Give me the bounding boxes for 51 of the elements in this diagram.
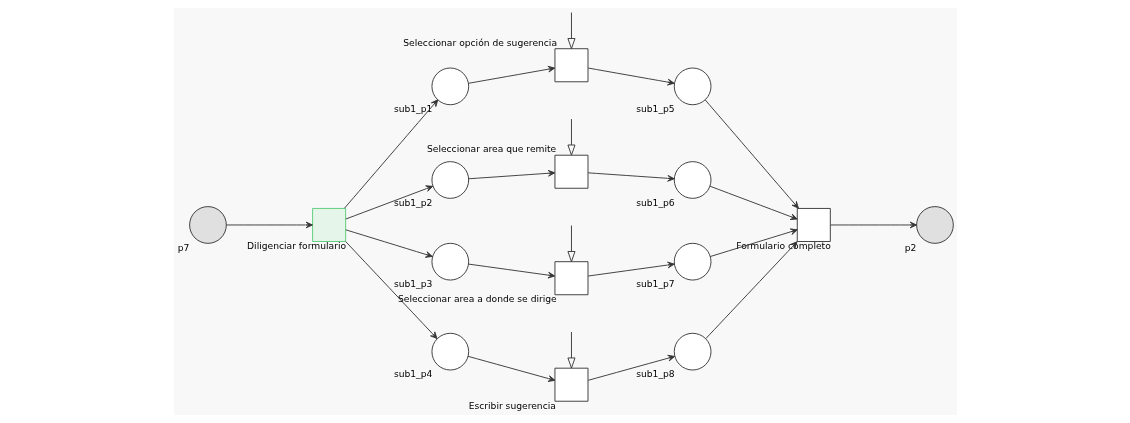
node-box <box>311 208 346 242</box>
node-box <box>554 154 588 189</box>
node-label: sub1_p5 <box>635 103 675 115</box>
node-circle <box>915 206 954 244</box>
node-label: sub1_p2 <box>393 196 432 208</box>
arrow <box>587 354 675 381</box>
node-label: Seleccionar area que remite <box>426 143 556 155</box>
node-circle <box>673 332 711 371</box>
node-label: Seleccionar area a donde se dirige <box>397 293 557 305</box>
arrow <box>467 355 555 382</box>
node-box <box>554 261 588 296</box>
node-circle <box>673 67 711 106</box>
arrow <box>566 118 575 156</box>
arrow <box>566 12 575 50</box>
node-circle <box>188 206 227 244</box>
node-label: sub1_p7 <box>635 278 675 290</box>
node-box <box>554 48 588 83</box>
arrow <box>344 185 433 220</box>
arrow <box>566 331 575 369</box>
arrow <box>709 228 798 257</box>
arrow <box>709 185 798 220</box>
node-circle <box>431 242 469 281</box>
node-box <box>796 208 831 242</box>
arrow <box>344 229 433 258</box>
node-label: sub1_p4 <box>393 368 432 380</box>
node-circle <box>673 242 711 281</box>
node-label: Diligenciar formulario <box>246 239 346 251</box>
arrow <box>587 261 675 277</box>
arrow <box>566 225 575 263</box>
node-circle <box>673 161 711 199</box>
arrow <box>467 65 555 84</box>
arrow <box>225 221 313 229</box>
node-label: sub1_p8 <box>635 368 675 380</box>
node-label: sub1_p3 <box>393 278 432 290</box>
node-circle <box>431 161 469 199</box>
node-label: Escribir sugerencia <box>468 399 556 411</box>
arrow <box>704 241 797 340</box>
arrow <box>587 67 675 86</box>
node-box <box>554 367 588 402</box>
arrow <box>344 241 437 339</box>
arrow <box>467 169 555 180</box>
node-label: p2 <box>904 241 916 253</box>
arrow <box>467 263 555 279</box>
arrow <box>587 172 675 182</box>
node-label: Seleccionar opción de sugerencia <box>402 36 557 48</box>
arrow <box>343 99 438 209</box>
node-label: sub1_p1 <box>393 103 432 115</box>
node-label: sub1_p6 <box>635 196 675 208</box>
arrow <box>829 221 917 229</box>
arrow <box>704 99 799 209</box>
node-label: p7 <box>177 241 189 253</box>
